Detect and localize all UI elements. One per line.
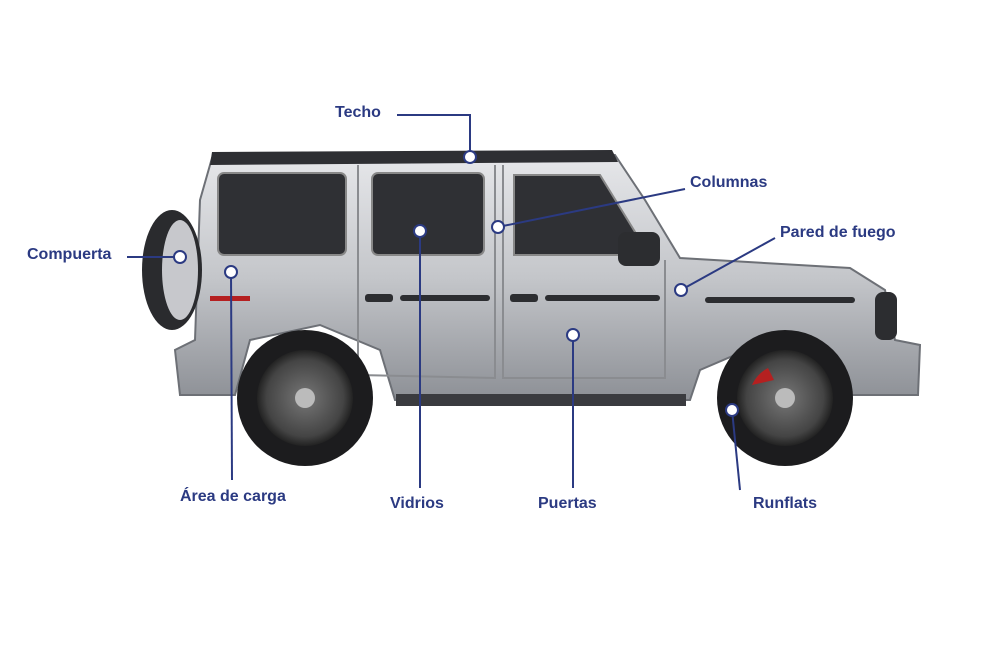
hotspot-dots bbox=[173, 150, 739, 417]
hotspot-puertas bbox=[566, 328, 580, 342]
label-techo: Techo bbox=[335, 104, 381, 121]
front-wheel bbox=[717, 330, 853, 466]
door-seams bbox=[357, 165, 666, 380]
label-area-de-carga: Área de carga bbox=[180, 488, 286, 505]
hotspot-techo bbox=[463, 150, 477, 164]
leader-lines bbox=[127, 114, 776, 491]
hotspot-pared-de-fuego bbox=[674, 283, 688, 297]
windows bbox=[217, 172, 641, 256]
car-body bbox=[142, 150, 922, 406]
label-vidrios: Vidrios bbox=[390, 495, 444, 512]
hotspot-vidrios bbox=[413, 224, 427, 238]
label-compuerta: Compuerta bbox=[27, 246, 112, 263]
label-puertas: Puertas bbox=[538, 495, 597, 512]
label-pared-de-fuego: Pared de fuego bbox=[780, 224, 896, 241]
hotspot-columnas bbox=[491, 220, 505, 234]
rear-wheel bbox=[237, 330, 373, 466]
hotspot-runflats bbox=[725, 403, 739, 417]
trim bbox=[365, 232, 897, 340]
hotspot-area-de-carga bbox=[224, 265, 238, 279]
label-runflats: Runflats bbox=[753, 495, 817, 512]
hotspot-compuerta bbox=[173, 250, 187, 264]
label-columnas: Columnas bbox=[690, 174, 768, 191]
